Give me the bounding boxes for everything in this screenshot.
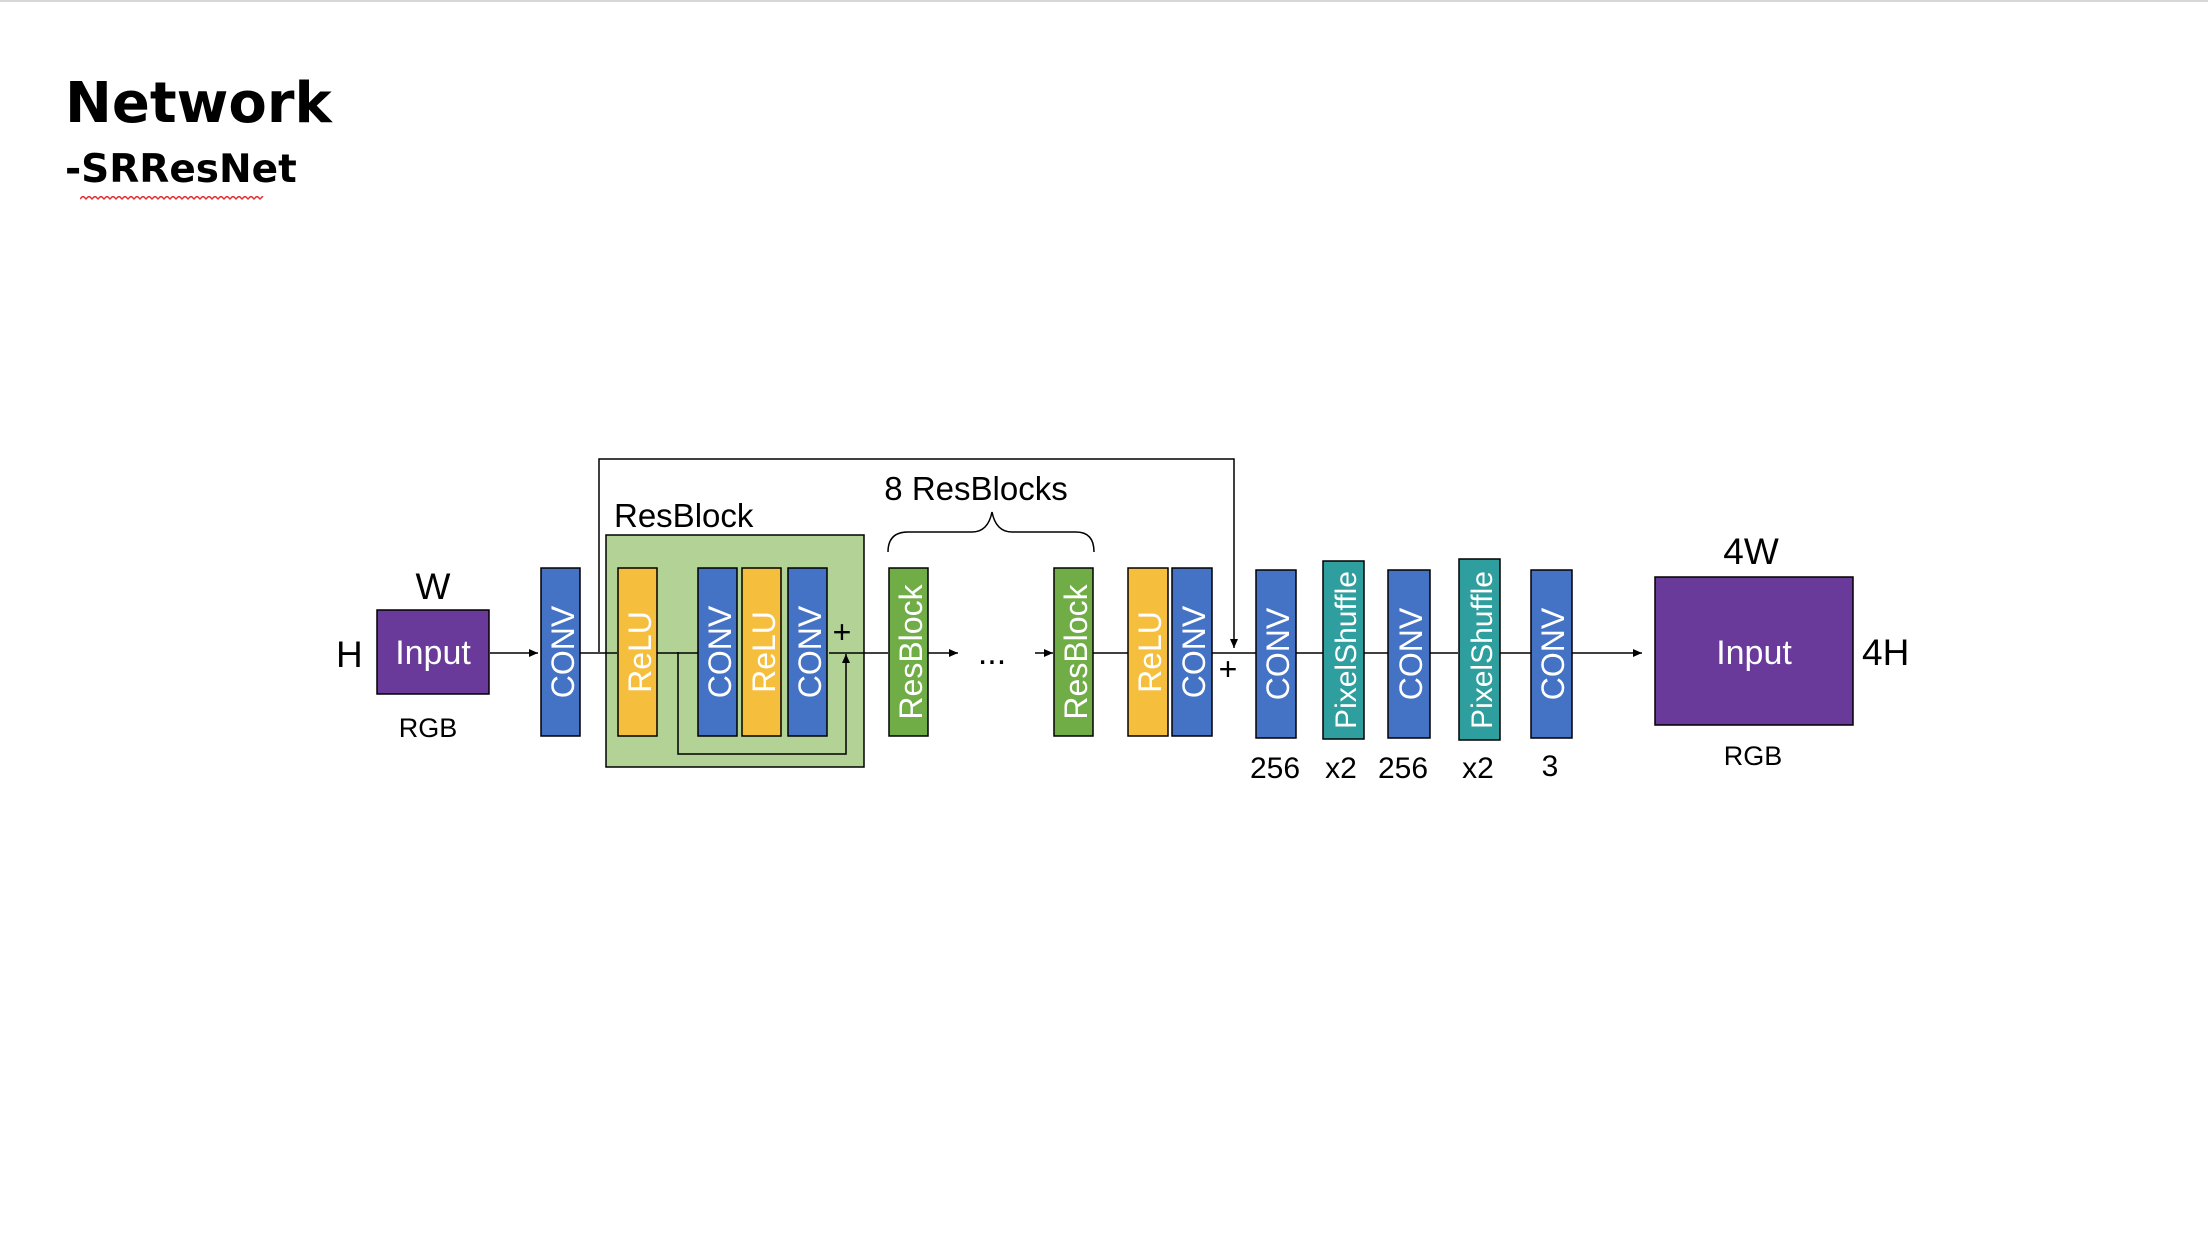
layer-resblock-last: ResBlock bbox=[1053, 567, 1094, 737]
output-width-label: 4W bbox=[1723, 531, 1779, 572]
input-width-label: W bbox=[416, 566, 451, 607]
layer-label: ResBlock bbox=[893, 583, 929, 719]
layer-conv-final: CONV bbox=[1530, 569, 1573, 739]
slide-title: Network bbox=[65, 71, 332, 136]
layer-resblock-first: ResBlock bbox=[888, 567, 929, 737]
slide-subtitle: -SRResNet bbox=[65, 147, 297, 192]
spellcheck-underline bbox=[80, 196, 264, 201]
layer-conv-initial: CONV bbox=[540, 567, 581, 737]
global-skip-connection bbox=[598, 458, 1238, 652]
residual-add-symbol: + bbox=[833, 614, 852, 650]
layer-label: PixelShuffle bbox=[1466, 571, 1499, 729]
top-border bbox=[0, 0, 2208, 2]
layer-relu-res-2: ReLU bbox=[741, 567, 782, 737]
local-skip-connection bbox=[677, 652, 850, 755]
layer-conv-upsample-1: CONV bbox=[1255, 569, 1297, 739]
channel-label-conv-2: 256 bbox=[1378, 752, 1428, 785]
resblock-group-title: ResBlock bbox=[614, 497, 754, 534]
layer-label: CONV bbox=[1535, 607, 1571, 700]
layer-label: CONV bbox=[792, 605, 828, 698]
input-block bbox=[376, 609, 490, 695]
layer-conv-res-2: CONV bbox=[787, 567, 828, 737]
channel-label-conv-3: 3 bbox=[1542, 750, 1559, 783]
output-caption: RGB bbox=[1724, 741, 1783, 771]
channel-label-conv-1: 256 bbox=[1250, 752, 1300, 785]
layer-label: CONV bbox=[1176, 605, 1212, 698]
resblocks-brace bbox=[887, 511, 1095, 553]
output-height-label: 4H bbox=[1862, 632, 1909, 673]
input-block-label: Input bbox=[395, 634, 471, 672]
channel-label-pixelshuffle-2: x2 bbox=[1462, 752, 1494, 785]
global-add-symbol: + bbox=[1219, 651, 1238, 687]
layer-pixelshuffle-1: PixelShuffle bbox=[1322, 560, 1365, 740]
resblocks-brace-label: 8 ResBlocks bbox=[884, 470, 1067, 507]
layer-label: CONV bbox=[702, 605, 738, 698]
layer-label: CONV bbox=[1260, 607, 1296, 700]
layer-relu-res-1: ReLU bbox=[617, 567, 658, 737]
layer-pixelshuffle-2: PixelShuffle bbox=[1458, 558, 1501, 741]
layer-label: ReLU bbox=[746, 611, 782, 693]
layer-label: PixelShuffle bbox=[1330, 571, 1363, 729]
layer-conv-upsample-2: CONV bbox=[1387, 569, 1431, 739]
layer-label: CONV bbox=[545, 605, 581, 698]
layer-label: ReLU bbox=[622, 611, 658, 693]
ellipsis: ... bbox=[978, 634, 1006, 672]
layer-label: ReLU bbox=[1132, 611, 1168, 693]
layer-label: CONV bbox=[1393, 607, 1429, 700]
layer-conv-post: CONV bbox=[1171, 567, 1213, 737]
input-caption: RGB bbox=[399, 713, 458, 743]
layer-relu-post: ReLU bbox=[1127, 567, 1169, 737]
input-height-label: H bbox=[336, 634, 363, 675]
channel-label-pixelshuffle-1: x2 bbox=[1325, 752, 1357, 785]
output-block-label: Input bbox=[1716, 634, 1792, 672]
layer-label: ResBlock bbox=[1058, 583, 1094, 719]
layer-conv-res-1: CONV bbox=[697, 567, 738, 737]
output-block bbox=[1654, 576, 1854, 726]
